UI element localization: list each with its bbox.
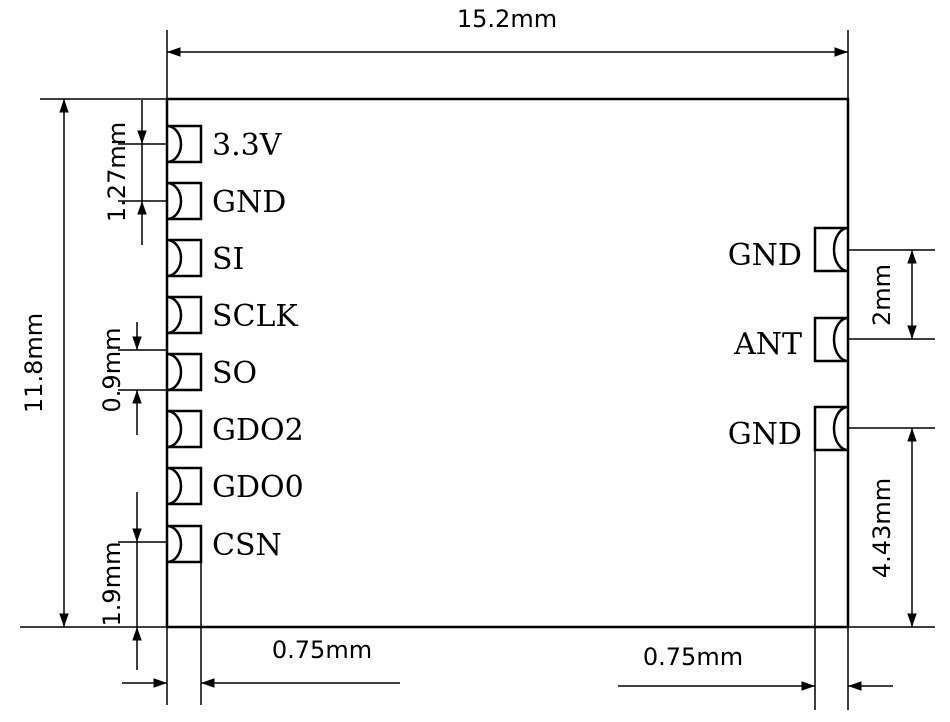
left-pad-3 bbox=[166, 238, 203, 278]
dimension-ant-pitch: 2mm bbox=[848, 249, 935, 340]
left-pads bbox=[166, 124, 203, 564]
right-pad-2 bbox=[813, 316, 849, 363]
dimension-pin-pitch-top: 1.27mm bbox=[103, 100, 167, 245]
pin-label-gnd: GND bbox=[212, 185, 286, 220]
dimension-width-label: 15.2mm bbox=[457, 5, 557, 33]
left-pad-4 bbox=[166, 295, 203, 335]
dimension-right-pad-width-label: 0.75mm bbox=[643, 643, 743, 671]
dimension-right-pad-width: 0.75mm bbox=[618, 450, 893, 710]
right-pad-1 bbox=[813, 226, 849, 273]
left-pad-6 bbox=[166, 409, 203, 449]
pin-label-right-gnd-bottom: GND bbox=[728, 417, 802, 452]
dimension-right-bottom-offset: 4.43mm bbox=[848, 427, 935, 628]
module-outline bbox=[165, 97, 850, 629]
dimension-right-bottom-offset-label: 4.43mm bbox=[868, 478, 896, 578]
dimension-pin-pitch-top-label: 1.27mm bbox=[103, 122, 131, 222]
dimension-left-pad-width: 0.75mm bbox=[122, 562, 400, 705]
dimension-ant-pitch-label: 2mm bbox=[868, 264, 896, 326]
left-pad-5 bbox=[166, 352, 203, 392]
dimension-left-pad-width-label: 0.75mm bbox=[272, 636, 372, 664]
right-pin-labels: GND ANT GND bbox=[728, 238, 802, 452]
left-pad-7 bbox=[166, 466, 203, 506]
pin-label-csn: CSN bbox=[212, 528, 282, 563]
right-pad-3 bbox=[813, 405, 849, 452]
left-pad-1 bbox=[166, 124, 203, 164]
dimension-bottom-offset: 1.9mm bbox=[98, 492, 167, 670]
pin-label-si: SI bbox=[212, 242, 244, 277]
dimension-bottom-offset-label: 1.9mm bbox=[98, 542, 126, 627]
pin-label-sclk: SCLK bbox=[212, 299, 298, 334]
left-pad-2 bbox=[166, 181, 203, 221]
pin-label-3v3: 3.3V bbox=[212, 128, 283, 163]
pin-label-so: SO bbox=[212, 356, 257, 391]
dimension-height-label: 11.8mm bbox=[20, 313, 48, 413]
pin-label-gdo0: GDO0 bbox=[212, 470, 304, 505]
left-pad-8 bbox=[166, 524, 203, 564]
pin-label-right-gnd-top: GND bbox=[728, 238, 802, 273]
pin-label-gdo2: GDO2 bbox=[212, 413, 304, 448]
right-pads bbox=[813, 226, 849, 452]
dimension-height: 11.8mm bbox=[20, 98, 167, 628]
pin-label-ant: ANT bbox=[733, 327, 802, 362]
dimension-pin-pitch-mid: 0.9mm bbox=[98, 322, 167, 435]
dimension-pin-pitch-mid-label: 0.9mm bbox=[98, 328, 126, 413]
left-pin-labels: 3.3V GND SI SCLK SO GDO2 GDO0 CSN bbox=[212, 128, 304, 563]
dimension-width: 15.2mm bbox=[166, 5, 849, 99]
